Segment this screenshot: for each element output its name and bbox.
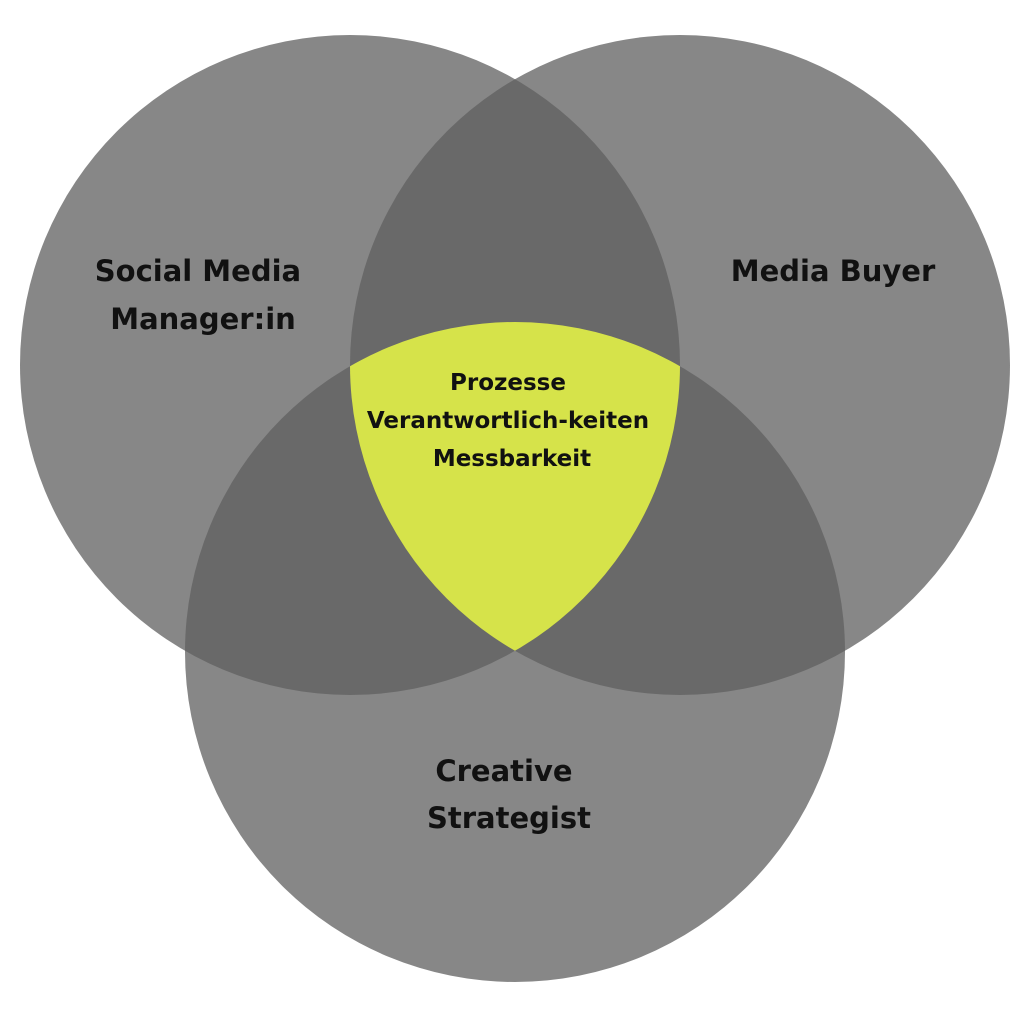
center-line: Verantwortlich-keiten <box>367 408 649 434</box>
center-line: Prozesse <box>450 370 566 396</box>
label-line: Social Media <box>95 254 301 288</box>
label-line: Creative <box>435 754 572 788</box>
label-social-media-manager: Social Media Manager:in <box>95 254 311 336</box>
label-creative-strategist: Creative Strategist <box>427 754 591 835</box>
label-line: Strategist <box>427 801 591 835</box>
label-media-buyer: Media Buyer <box>731 254 936 288</box>
center-line: Messbarkeit <box>433 446 591 472</box>
label-line: Manager:in <box>110 302 296 336</box>
label-center: Prozesse Verantwortlich-keiten Messbarke… <box>367 370 657 472</box>
label-line: Media Buyer <box>731 254 936 288</box>
